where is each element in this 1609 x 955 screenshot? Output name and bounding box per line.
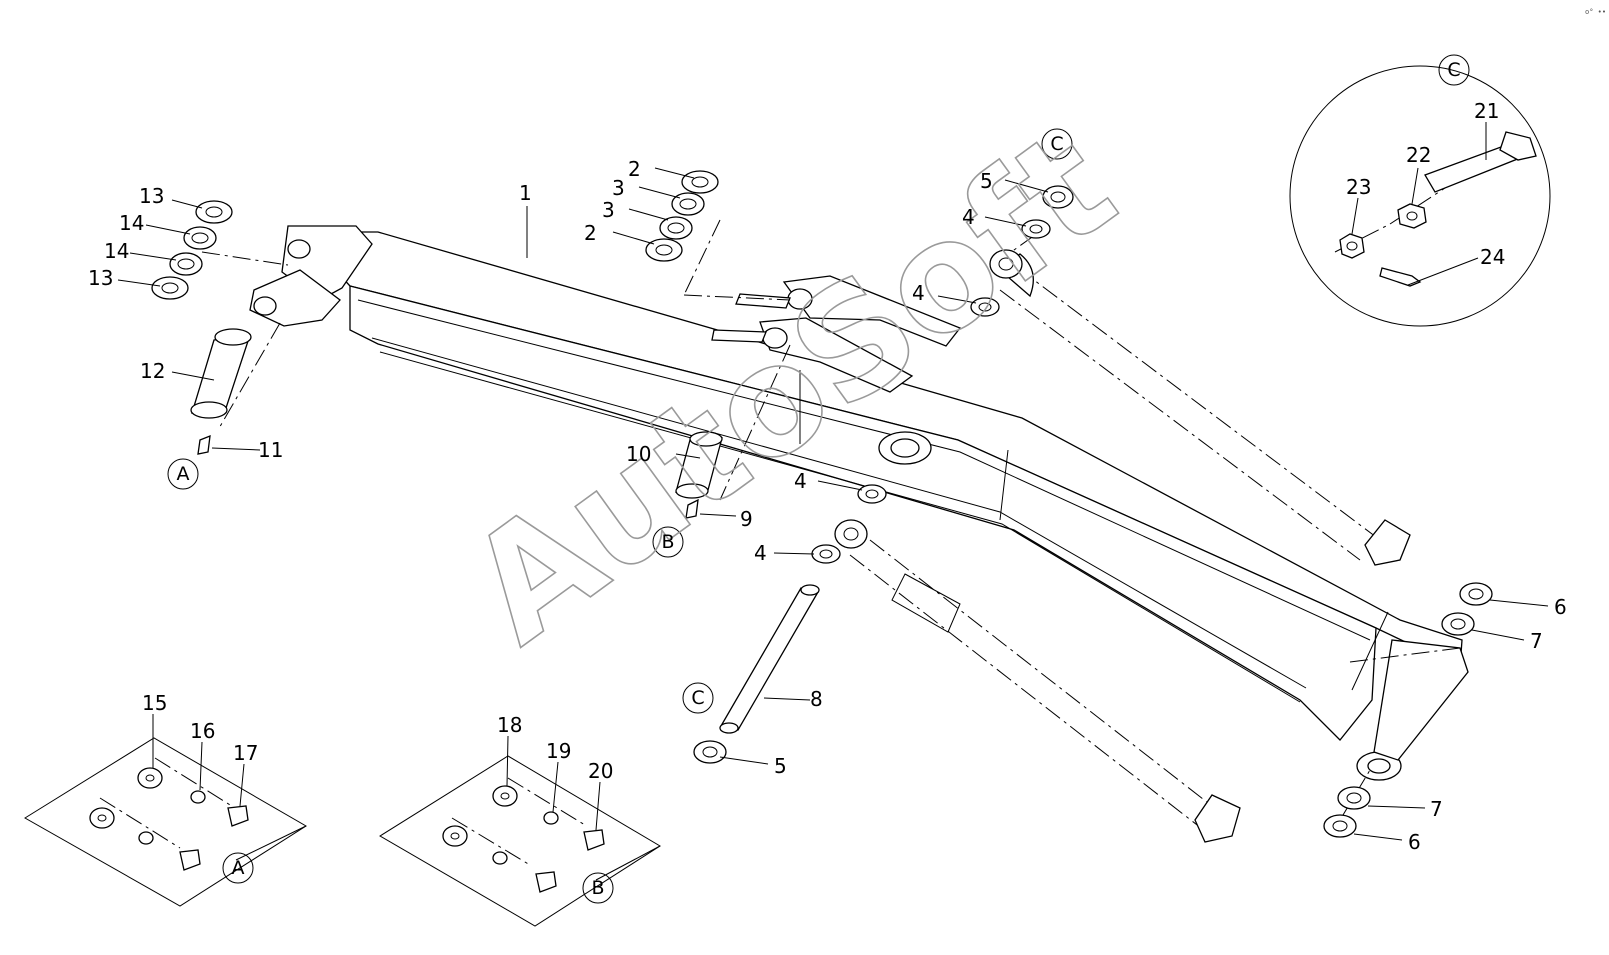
pin-8	[719, 584, 820, 734]
pin-10	[675, 431, 723, 499]
label-part-12: 12	[140, 359, 165, 383]
label-part-15: 15	[142, 691, 167, 715]
label-part-23: 23	[1346, 175, 1371, 199]
label-part-5: 5	[980, 169, 993, 193]
label-part-18: 18	[497, 713, 522, 737]
reference-letters: A B C C C A B	[177, 59, 1461, 899]
label-part-4: 4	[912, 281, 925, 305]
ref-c-detail: C	[1447, 59, 1460, 81]
leader-lines	[117, 122, 1549, 881]
label-part-6: 6	[1554, 595, 1567, 619]
ref-b-detail: B	[591, 877, 604, 899]
label-part-20: 20	[588, 759, 613, 783]
label-part-13: 13	[88, 266, 113, 290]
bolt-11	[197, 434, 211, 455]
label-part-5: 5	[774, 754, 787, 778]
detail-b-panel	[379, 755, 661, 927]
washers	[151, 170, 1493, 838]
bolt-9	[685, 498, 699, 519]
reference-circles	[167, 54, 1470, 904]
label-part-4: 4	[754, 541, 767, 565]
label-part-4: 4	[794, 469, 807, 493]
label-part-10: 10	[626, 442, 651, 466]
label-part-3: 3	[602, 198, 615, 222]
label-part-6: 6	[1408, 830, 1421, 854]
label-part-2: 2	[584, 221, 597, 245]
label-part-2: 2	[628, 157, 641, 181]
ref-c-top: C	[1050, 133, 1063, 155]
ref-b-callout: B	[661, 531, 674, 553]
ref-a-callout: A	[177, 463, 190, 485]
label-part-24: 24	[1480, 245, 1505, 269]
label-part-7: 7	[1430, 797, 1443, 821]
cylinder-phantoms	[834, 249, 1411, 843]
label-part-13: 13	[139, 184, 164, 208]
label-part-7: 7	[1530, 629, 1543, 653]
label-part-11: 11	[258, 438, 283, 462]
label-part-14: 14	[119, 211, 144, 235]
label-part-4: 4	[962, 205, 975, 229]
label-part-19: 19	[546, 739, 571, 763]
label-part-14: 14	[104, 239, 129, 263]
detail-c-panel	[1289, 65, 1551, 327]
detail-a-panel	[24, 737, 307, 907]
part-labels: 1 2 3 3 2 13 14 14 13 12 11 10 9 5 4 4 4…	[88, 99, 1567, 854]
label-part-3: 3	[612, 176, 625, 200]
label-part-1: 1	[519, 181, 532, 205]
label-part-17: 17	[233, 741, 258, 765]
label-part-21: 21	[1474, 99, 1499, 123]
ref-c-pin: C	[691, 687, 704, 709]
label-part-16: 16	[190, 719, 215, 743]
boom-body	[249, 225, 1469, 781]
center-lines	[99, 187, 1461, 866]
ref-a-detail: A	[232, 857, 245, 879]
corner-mark: o° ••	[1585, 8, 1606, 16]
pin-12	[190, 328, 252, 419]
label-part-8: 8	[810, 687, 823, 711]
label-part-9: 9	[740, 507, 753, 531]
label-part-22: 22	[1406, 143, 1431, 167]
